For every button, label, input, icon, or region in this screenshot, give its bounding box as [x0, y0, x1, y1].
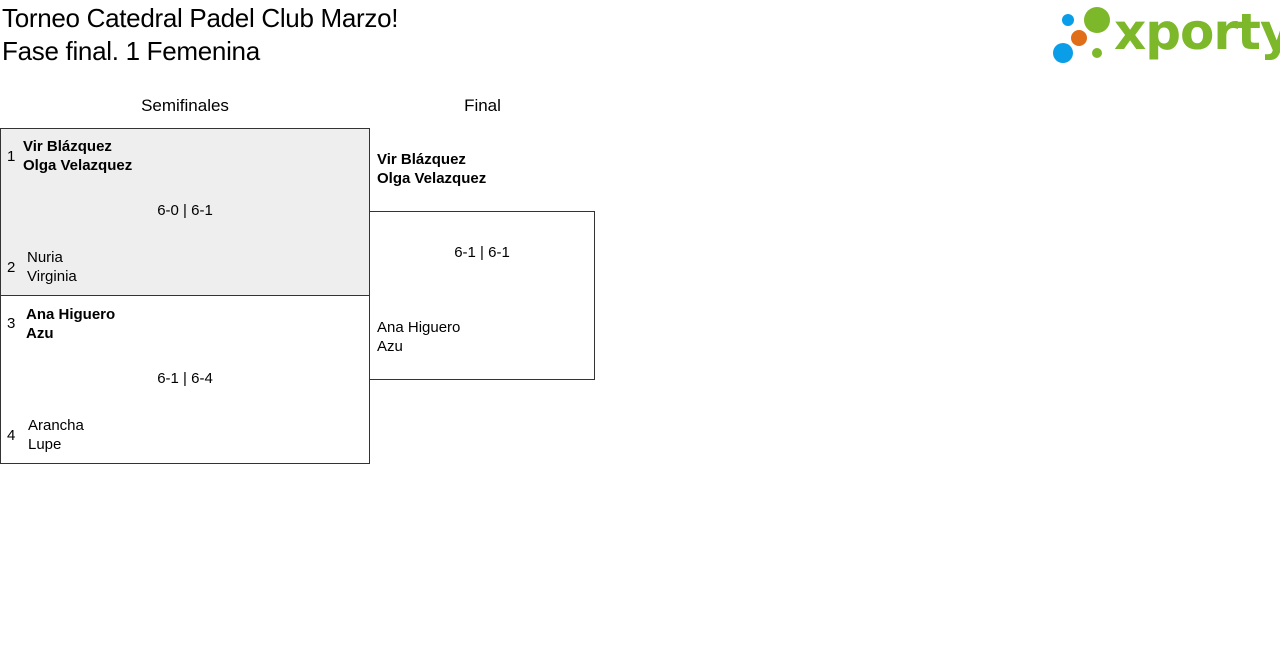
player-name: Olga Velazquez: [23, 157, 133, 174]
match-score: 6-1 | 6-4: [157, 370, 213, 387]
player-name: Lupe: [28, 436, 62, 453]
player-name: Olga Velazquez: [377, 170, 487, 187]
team-winner[interactable]: Vir Blázquez Olga Velazquez: [23, 137, 132, 175]
semifinal-match-2[interactable]: 3 Ana Higuero Azu 6-1 | 6-4 4 Arancha Lu…: [0, 295, 370, 464]
phase-subtitle: Fase final. 1 Femenina: [2, 36, 260, 66]
seed-number: 3: [7, 315, 16, 332]
seed-number: 2: [7, 259, 16, 276]
xporty-logo[interactable]: xporty: [1050, 3, 1280, 66]
seed-number: 4: [7, 427, 16, 444]
match-score: 6-1 | 6-1: [454, 244, 510, 261]
player-name: Ana Higuero: [377, 319, 461, 336]
final-team-winner[interactable]: Vir Blázquez Olga Velazquez: [377, 150, 486, 188]
final-team-loser[interactable]: Ana Higuero Azu: [377, 318, 460, 356]
round-header-final: Final: [464, 96, 501, 115]
round-header-semifinales: Semifinales: [141, 96, 229, 115]
player-name: Ana Higuero: [26, 306, 116, 323]
team-loser[interactable]: Nuria Virginia: [27, 248, 77, 286]
player-name: Virginia: [27, 268, 77, 285]
logo-wordmark: xporty: [1114, 3, 1280, 61]
tournament-title: Torneo Catedral Padel Club Marzo!: [2, 3, 399, 33]
page-title: Torneo Catedral Padel Club Marzo! Fase f…: [2, 2, 399, 68]
player-name: Nuria: [27, 249, 63, 266]
player-name: Azu: [377, 338, 403, 355]
player-name: Vir Blázquez: [23, 138, 112, 155]
team-winner[interactable]: Ana Higuero Azu: [26, 305, 115, 343]
semifinal-match-1[interactable]: 1 Vir Blázquez Olga Velazquez 6-0 | 6-1 …: [0, 128, 370, 296]
player-name: Arancha: [28, 417, 84, 434]
final-match[interactable]: 6-1 | 6-1 Ana Higuero Azu: [369, 211, 595, 380]
logo-dots-icon: [1053, 7, 1110, 63]
team-loser[interactable]: Arancha Lupe: [28, 416, 84, 454]
player-name: Vir Blázquez: [377, 151, 466, 168]
match-score: 6-0 | 6-1: [157, 202, 213, 219]
player-name: Azu: [26, 325, 54, 342]
seed-number: 1: [7, 148, 16, 165]
